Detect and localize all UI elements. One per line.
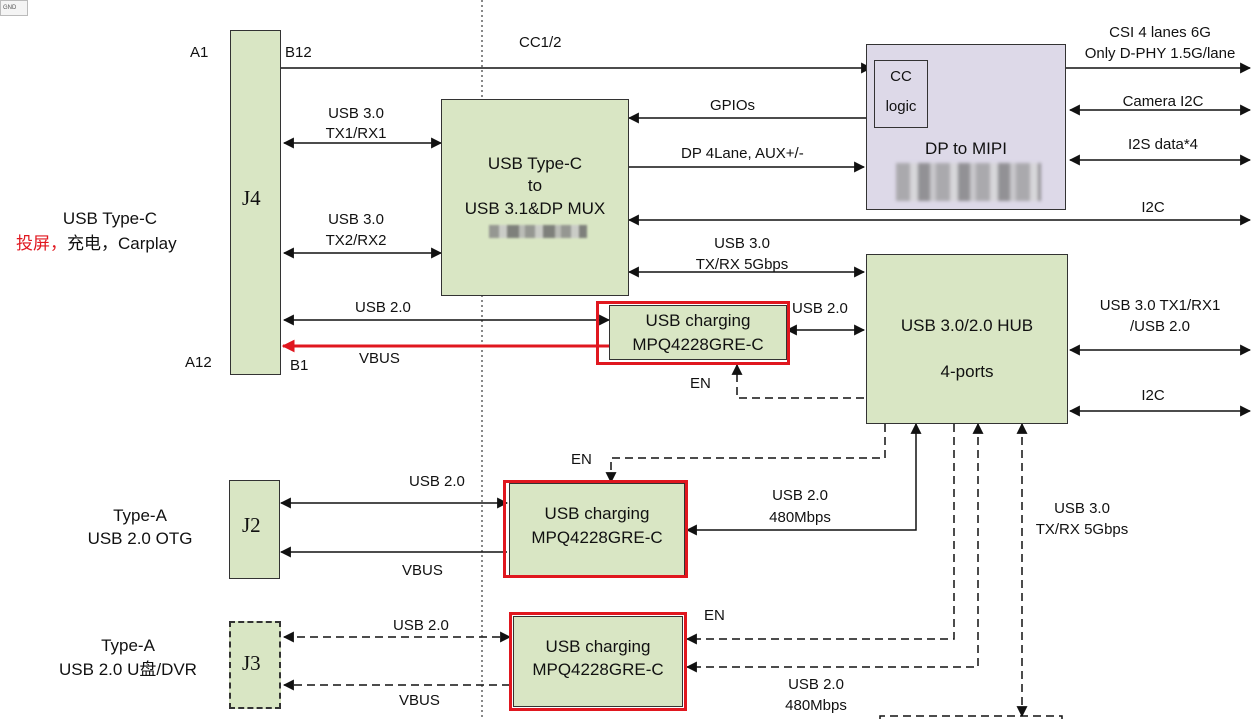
cc-logic-block	[874, 60, 928, 128]
camera-i2c-label: Camera I2C	[1122, 93, 1204, 110]
charger-3-block	[513, 616, 683, 707]
csi-label-2: Only D-PHY 1.5G/lane	[1084, 45, 1236, 62]
charger-1-block	[609, 305, 787, 360]
pin-a1: A1	[190, 44, 209, 61]
charger-3-highlight	[509, 612, 687, 711]
charger-3-label-2: MPQ4228GRE-C	[532, 660, 664, 679]
tx2rx2-label: TX2/RX2	[325, 232, 387, 249]
typec-subtitle-black: 充电，Carplay	[67, 234, 177, 253]
hub-out-label-2: /USB 2.0	[1129, 318, 1191, 335]
gpios-label: GPIOs	[710, 97, 756, 114]
redacted-dp-part	[896, 163, 1041, 201]
charger-1-label-1: USB charging	[645, 311, 751, 330]
usb20-480-b-label: USB 2.0	[788, 676, 844, 693]
en1-line	[731, 363, 864, 399]
cc12-label: CC1/2	[519, 34, 562, 51]
txrx5g-down-label: TX/RX 5Gbps	[1035, 521, 1129, 538]
typec-title: USB Type-C	[62, 209, 158, 228]
charger-1-label-2: MPQ4228GRE-C	[632, 335, 764, 354]
dp4lane-label: DP 4Lane, AUX+/-	[681, 145, 804, 162]
charger-2-highlight	[503, 480, 688, 578]
vbus-j4-label: VBUS	[359, 350, 400, 367]
mux-title-3: USB 3.1&DP MUX	[464, 199, 606, 218]
charger-2-block	[509, 483, 685, 576]
partial-box-edge	[879, 715, 1063, 719]
en1-label: EN	[690, 375, 711, 392]
hub-label-1: USB 3.0/2.0 HUB	[900, 316, 1034, 335]
csi-label-1: CSI 4 lanes 6G	[1109, 24, 1211, 41]
i2s-label: I2S data*4	[1127, 136, 1199, 153]
charger-1-highlight	[596, 301, 790, 365]
i2c-right2-label: I2C	[1141, 387, 1165, 404]
pin-b12: B12	[285, 44, 312, 61]
typec-subtitle: 投屏，充电，Carplay	[16, 233, 177, 255]
j2-title-2: USB 2.0 OTG	[87, 529, 193, 548]
dp-mipi-label: DP to MIPI	[925, 139, 1007, 158]
vbus-j3-label: VBUS	[399, 692, 440, 709]
vbus-j2-label: VBUS	[402, 562, 443, 579]
hub-label-2: 4-ports	[940, 362, 994, 381]
redacted-part-number	[489, 225, 587, 238]
connector-j3	[229, 621, 281, 709]
usb30-a-label: USB 3.0	[328, 105, 384, 122]
en3-line	[685, 424, 955, 645]
pin-b1: B1	[290, 357, 309, 374]
connector-j4-label: J4	[242, 186, 261, 210]
cc-logic-label-1: CC	[890, 68, 912, 85]
usb30-b-label: USB 3.0	[328, 211, 384, 228]
typec-subtitle-red: 投屏，	[16, 234, 67, 253]
hub-charger3-line	[685, 422, 984, 673]
mux-title-1: USB Type-C	[487, 154, 583, 173]
txrx5g-label: TX/RX 5Gbps	[695, 256, 789, 273]
mux-title-2: to	[527, 176, 543, 195]
tx1rx1-label: TX1/RX1	[325, 125, 387, 142]
j3-title-1: Type-A	[101, 636, 155, 655]
en3-label: EN	[704, 607, 725, 624]
usb20-j4-label: USB 2.0	[355, 299, 411, 316]
hub-out-label-1: USB 3.0 TX1/RX1	[1099, 297, 1221, 314]
corner-tag: GND	[0, 0, 28, 16]
i2c-right1-label: I2C	[1141, 199, 1165, 216]
charger-3-label-1: USB charging	[545, 637, 651, 656]
usb30-down-label: USB 3.0	[1054, 500, 1110, 517]
connector-j2-label: J2	[242, 513, 261, 537]
connector-j3-label: J3	[242, 651, 261, 675]
mux-block	[441, 99, 629, 296]
mbps480-b-label: 480Mbps	[785, 697, 847, 714]
usb20-480-a-label: USB 2.0	[772, 487, 828, 504]
usb20-j2-label: USB 2.0	[409, 473, 465, 490]
j3-title-2: USB 2.0 U盘/DVR	[59, 660, 197, 679]
en2-line	[605, 424, 886, 484]
usb30-hub-label: USB 3.0	[714, 235, 770, 252]
hub-block	[866, 254, 1068, 424]
usb20-j3-label: USB 2.0	[393, 617, 449, 634]
en2-label: EN	[571, 451, 592, 468]
connector-j2	[229, 480, 280, 579]
connector-j4	[230, 30, 281, 375]
mbps480-a-label: 480Mbps	[769, 509, 831, 526]
usb20-hub-label: USB 2.0	[792, 300, 848, 317]
pin-a12: A12	[185, 354, 212, 371]
cc-logic-label-2: logic	[885, 98, 917, 115]
charger-2-label-1: USB charging	[544, 504, 650, 523]
j2-title-1: Type-A	[113, 506, 167, 525]
charger-2-label-2: MPQ4228GRE-C	[531, 528, 663, 547]
